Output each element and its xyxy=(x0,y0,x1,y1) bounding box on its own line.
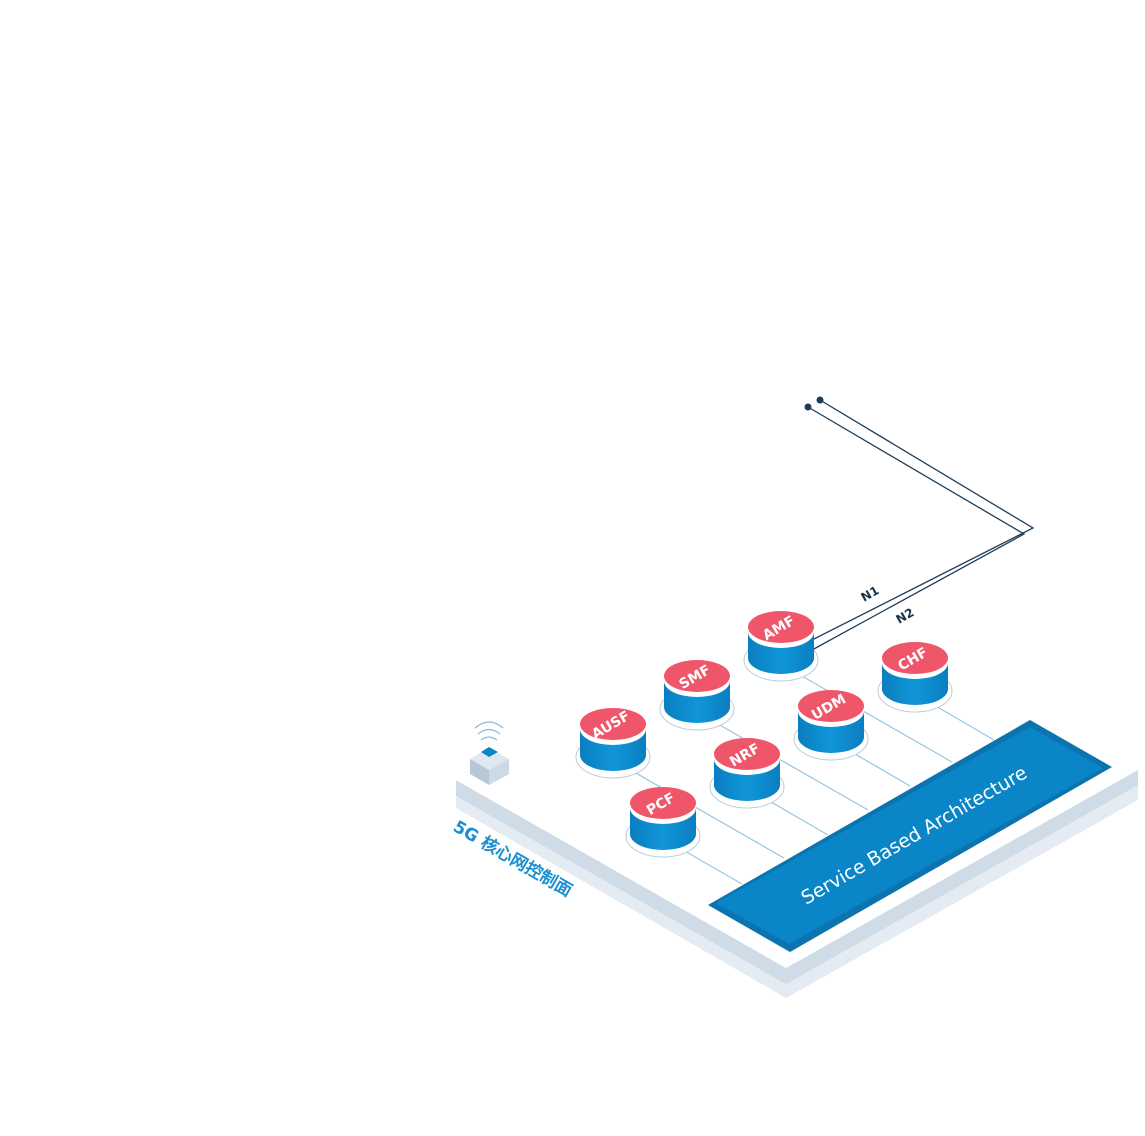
n2-endpoint-dot xyxy=(804,403,812,411)
nf-ausf[interactable]: AUSF xyxy=(575,708,651,779)
nf-pcf[interactable]: PCF xyxy=(625,787,701,858)
interface-lines xyxy=(807,399,1035,651)
nf-chf[interactable]: CHF xyxy=(877,642,953,713)
n1-endpoint-dot xyxy=(816,396,824,404)
nf-udm[interactable]: UDM xyxy=(793,690,869,761)
nf-smf[interactable]: SMF xyxy=(659,660,735,731)
nf-nrf[interactable]: NRF xyxy=(709,738,785,809)
device-icon xyxy=(470,721,509,785)
nf-amf[interactable]: AMF xyxy=(743,611,819,682)
